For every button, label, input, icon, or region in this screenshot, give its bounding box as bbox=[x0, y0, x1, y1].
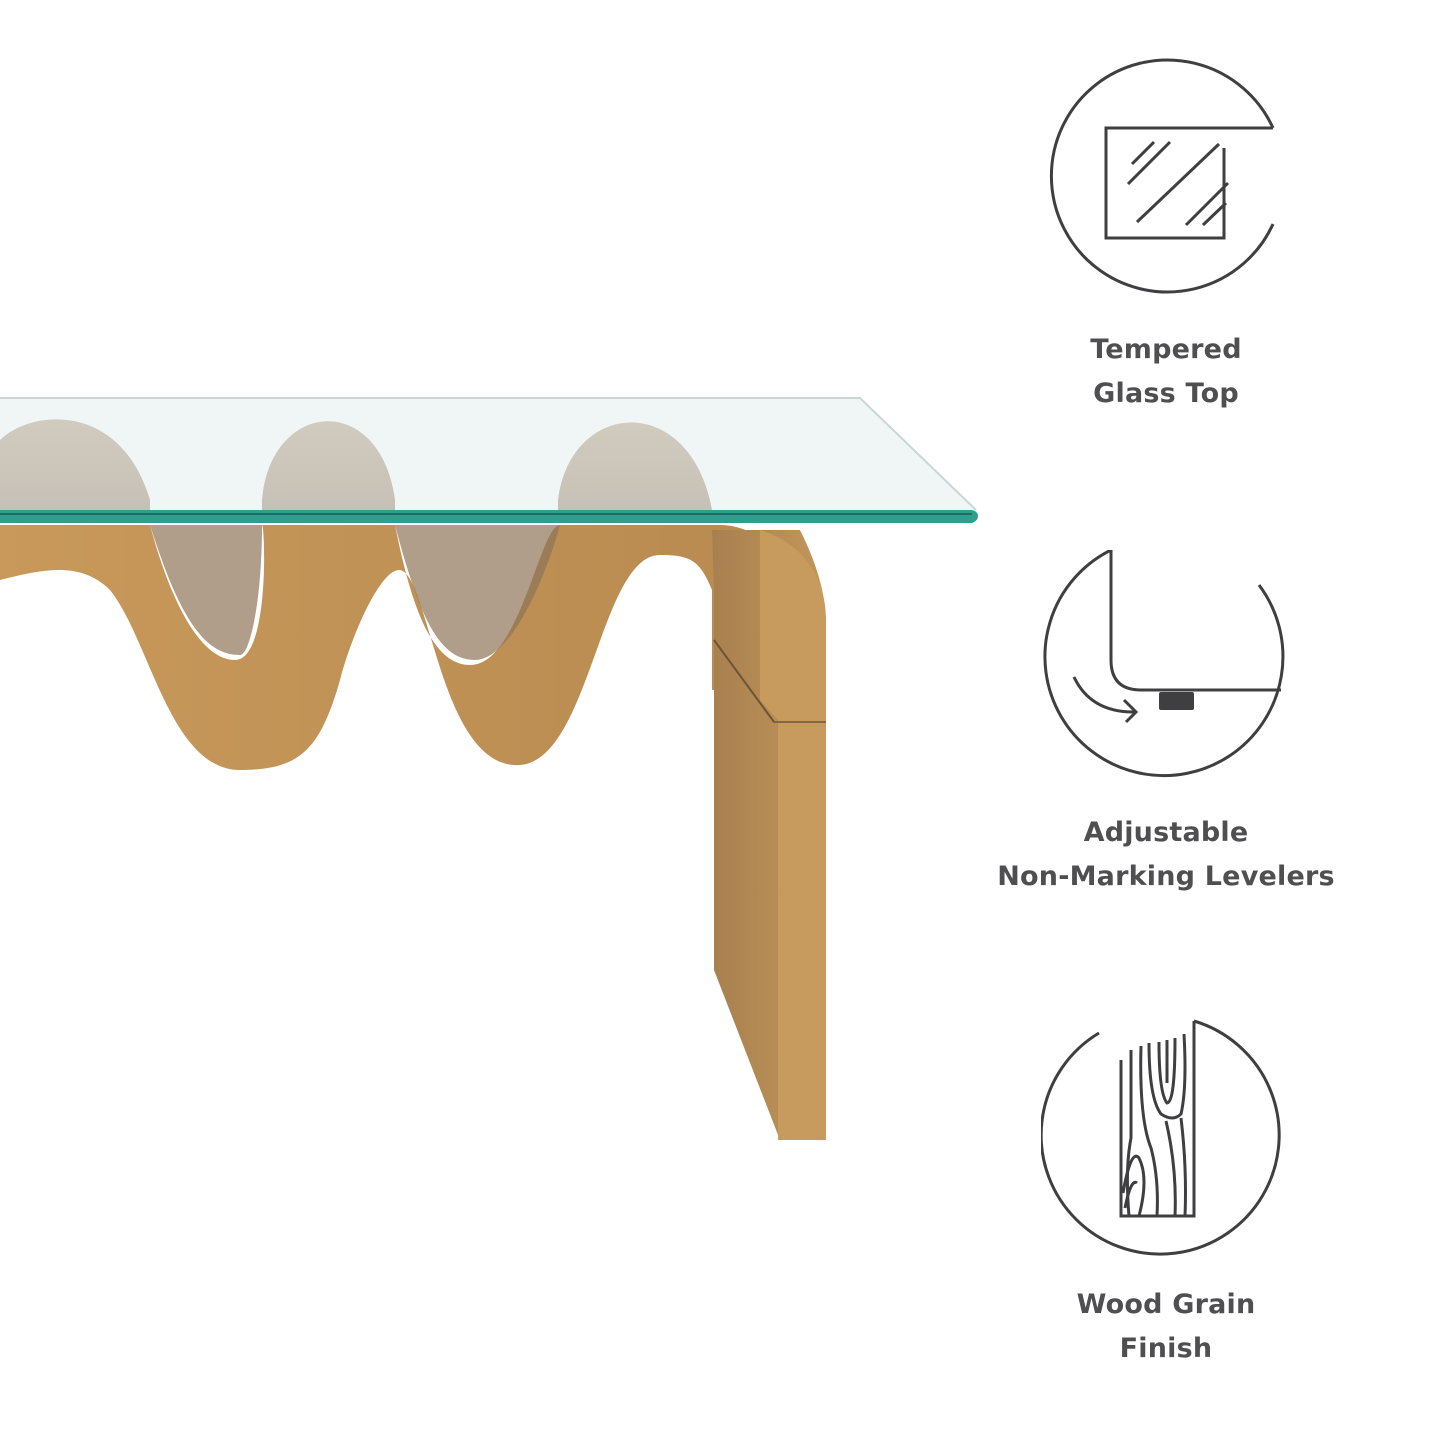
wavy-base bbox=[0, 525, 800, 770]
tempered-glass-icon bbox=[1049, 58, 1275, 294]
right-leg bbox=[712, 530, 826, 1140]
feature-label: Adjustable Non-Marking Levelers bbox=[997, 817, 1335, 892]
glass-top bbox=[0, 397, 978, 523]
wood-grain-icon bbox=[1041, 1019, 1281, 1256]
feature-label: Wood Grain Finish bbox=[1076, 1289, 1256, 1364]
feature-levelers: Adjustable Non-Marking Levelers bbox=[956, 550, 1376, 899]
feature-label: Tempered Glass Top bbox=[1090, 334, 1242, 409]
feature-wood-grain: Wood Grain Finish bbox=[956, 1018, 1376, 1371]
product-image bbox=[0, 397, 978, 1140]
feature-tempered-glass: Tempered Glass Top bbox=[956, 58, 1376, 416]
wave-table-illustration bbox=[0, 397, 978, 1140]
leveler-icon bbox=[1043, 550, 1285, 778]
